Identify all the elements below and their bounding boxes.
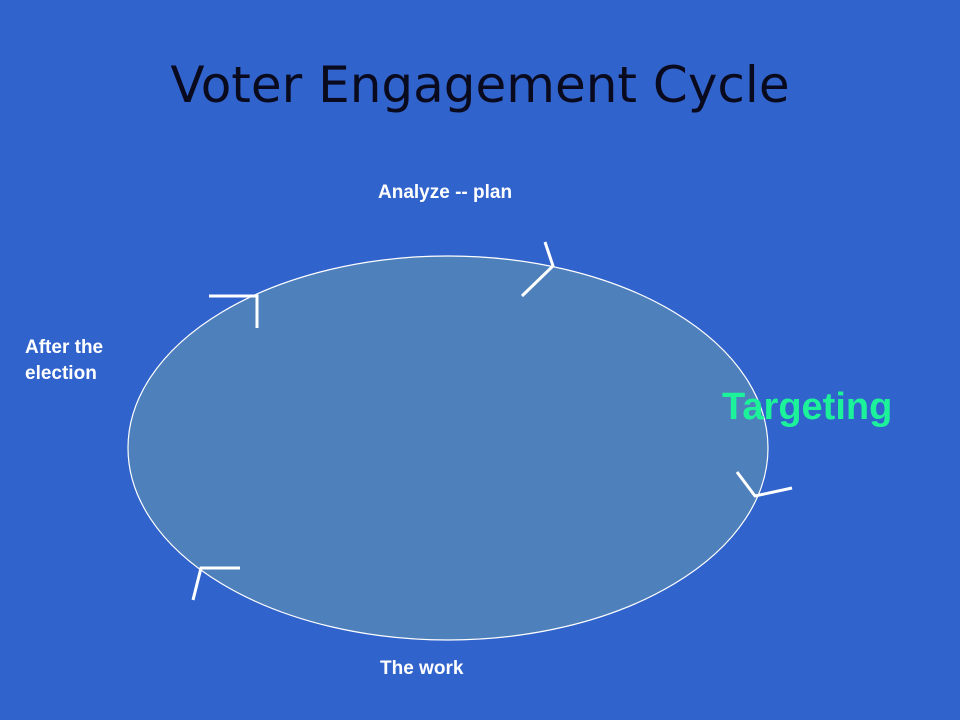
arrowhead-top-right-icon bbox=[520, 241, 555, 298]
label-the-work: The work bbox=[380, 658, 464, 679]
label-analyze-plan: Analyze -- plan bbox=[378, 182, 513, 203]
label-targeting: Targeting bbox=[722, 386, 893, 428]
arrowhead-top-left-icon bbox=[209, 294, 259, 328]
arrowhead-bottom-left-icon bbox=[191, 566, 240, 601]
label-after-election: After the election bbox=[25, 337, 104, 384]
slide-title: Voter Engagement Cycle bbox=[170, 56, 790, 114]
cycle-ellipse bbox=[127, 255, 769, 641]
arrowhead-bottom-right-icon bbox=[735, 471, 793, 498]
